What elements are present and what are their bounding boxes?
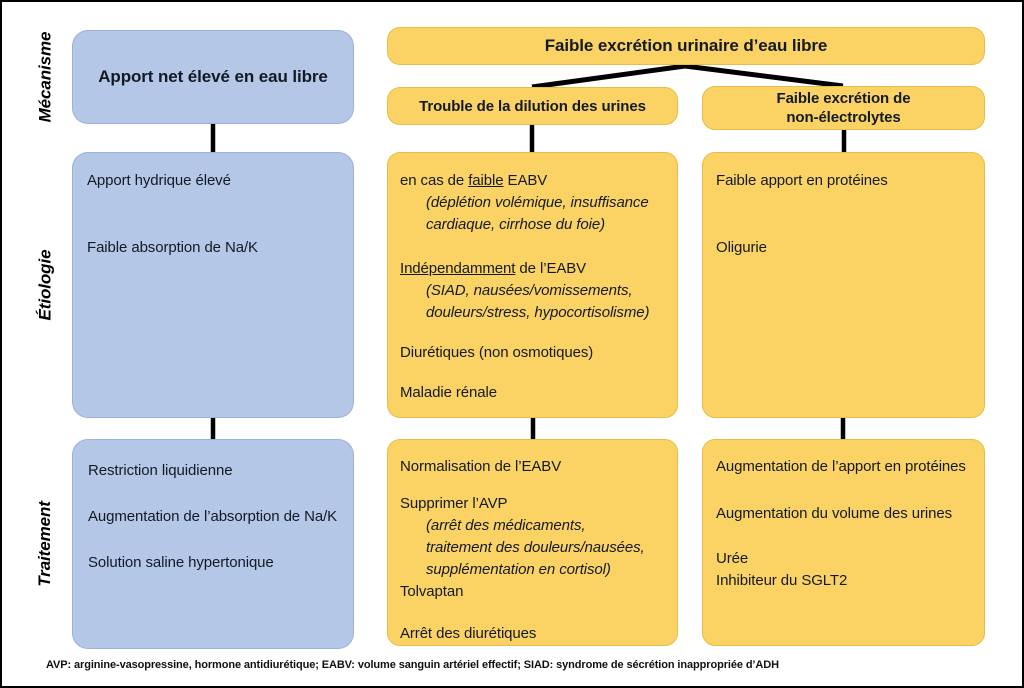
- etiology-high-fluid-intake: Apport hydrique élevé: [87, 172, 231, 189]
- treatment-suppress-avp: Supprimer l’AVP: [400, 495, 508, 512]
- treatment-tolvaptan: Tolvaptan: [400, 583, 464, 600]
- treatment-increase-urine-volume: Augmentation du volume des urines: [716, 505, 953, 522]
- treatment-increase-na-k-absorption: Augmentation de l’absorption de Na/K: [88, 508, 338, 525]
- independent-underlined: Indépendamment: [400, 260, 516, 277]
- low-eabv-pre: en cas de: [400, 172, 469, 189]
- box-etiology-non-electrolytes: Faible apport en protéines Oligurie: [702, 152, 985, 418]
- treatment-fluid-restriction: Restriction liquidienne: [88, 462, 233, 479]
- etiology-low-eabv-note-line2: cardiaque, cirrhose du foie): [426, 216, 605, 233]
- etiology-independent-eabv-case: Indépendamment de l’EABV: [400, 258, 665, 280]
- dilution-disorder-text: Trouble de la dilution des urines: [419, 97, 646, 115]
- etiology-diuretics: Diurétiques (non osmotiques): [400, 344, 594, 361]
- treatment-increase-protein-intake: Augmentation de l’apport en protéines: [716, 458, 966, 475]
- treatment-normalize-eabv: Normalisation de l’EABV: [400, 458, 562, 475]
- box-mechanism-dilution-disorder: Trouble de la dilution des urines: [387, 87, 678, 125]
- mechanism-high-water-intake-text: Apport net élevé en eau libre: [98, 67, 328, 86]
- box-etiology-dilution-disorder: en cas de faible EABV (déplétion volémiq…: [387, 152, 678, 418]
- row-label-etiology-text: Étiologie: [35, 249, 55, 321]
- low-eabv-underlined: faible: [468, 172, 504, 189]
- treatment-suppress-avp-note-line2: traitement des douleurs/nausées,: [426, 539, 645, 556]
- etiology-independent-note-line2: douleurs/stress, hypocortisolisme): [426, 304, 650, 321]
- row-label-mechanism: Mécanisme: [26, 30, 64, 124]
- treatment-suppress-avp-note-line3: supplémentation en cortisol): [426, 561, 611, 578]
- row-label-treatment-text: Traitement: [35, 501, 55, 587]
- etiology-low-eabv-note-line1: (déplétion volémique, insuffisance: [426, 194, 649, 211]
- box-mechanism-low-non-electrolyte-excretion: Faible excrétion de non-électrolytes: [702, 86, 985, 130]
- row-label-mechanism-text: Mécanisme: [35, 31, 55, 123]
- treatment-stop-diuretics: Arrêt des diurétiques: [400, 625, 537, 642]
- etiology-low-protein-intake: Faible apport en protéines: [716, 172, 888, 189]
- box-mechanism-high-water-intake: Apport net élevé en eau libre: [72, 30, 354, 124]
- abbreviations-footnote: AVP: arginine-vasopressine, hormone anti…: [46, 659, 779, 671]
- row-label-etiology: Étiologie: [26, 152, 64, 418]
- etiology-independent-note-line1: (SIAD, nausées/vomissements,: [426, 282, 633, 299]
- non-electrolyte-excretion-line1: Faible excrétion de: [776, 90, 911, 107]
- box-etiology-water-intake: Apport hydrique élevé Faible absorption …: [72, 152, 354, 418]
- box-treatment-non-electrolytes: Augmentation de l’apport en protéines Au…: [702, 439, 985, 646]
- etiology-oliguria: Oligurie: [716, 239, 767, 256]
- treatment-suppress-avp-note-line1: (arrêt des médicaments,: [426, 517, 586, 534]
- non-electrolyte-excretion-line2: non-électrolytes: [786, 109, 901, 126]
- row-label-treatment: Traitement: [26, 439, 64, 649]
- low-eabv-post: EABV: [503, 172, 548, 189]
- box-treatment-water-intake: Restriction liquidienne Augmentation de …: [72, 439, 354, 649]
- treatment-sglt2-inhibitor: Inhibiteur du SGLT2: [716, 572, 848, 589]
- treatment-urea: Urée: [716, 550, 749, 567]
- connector-branch-fork: [531, 63, 844, 90]
- box-mechanism-low-urinary-excretion-header: Faible excrétion urinaire d’eau libre: [387, 27, 985, 65]
- etiology-low-eabv-case: en cas de faible EABV: [400, 170, 665, 192]
- etiology-renal-disease: Maladie rénale: [400, 384, 497, 401]
- treatment-hypertonic-saline: Solution saline hypertonique: [88, 554, 274, 571]
- etiology-low-na-k-absorption: Faible absorption de Na/K: [87, 239, 258, 256]
- box-treatment-dilution-disorder: Normalisation de l’EABV Supprimer l’AVP …: [387, 439, 678, 646]
- independent-post: de l’EABV: [515, 260, 587, 277]
- low-urinary-excretion-header-text: Faible excrétion urinaire d’eau libre: [544, 36, 828, 55]
